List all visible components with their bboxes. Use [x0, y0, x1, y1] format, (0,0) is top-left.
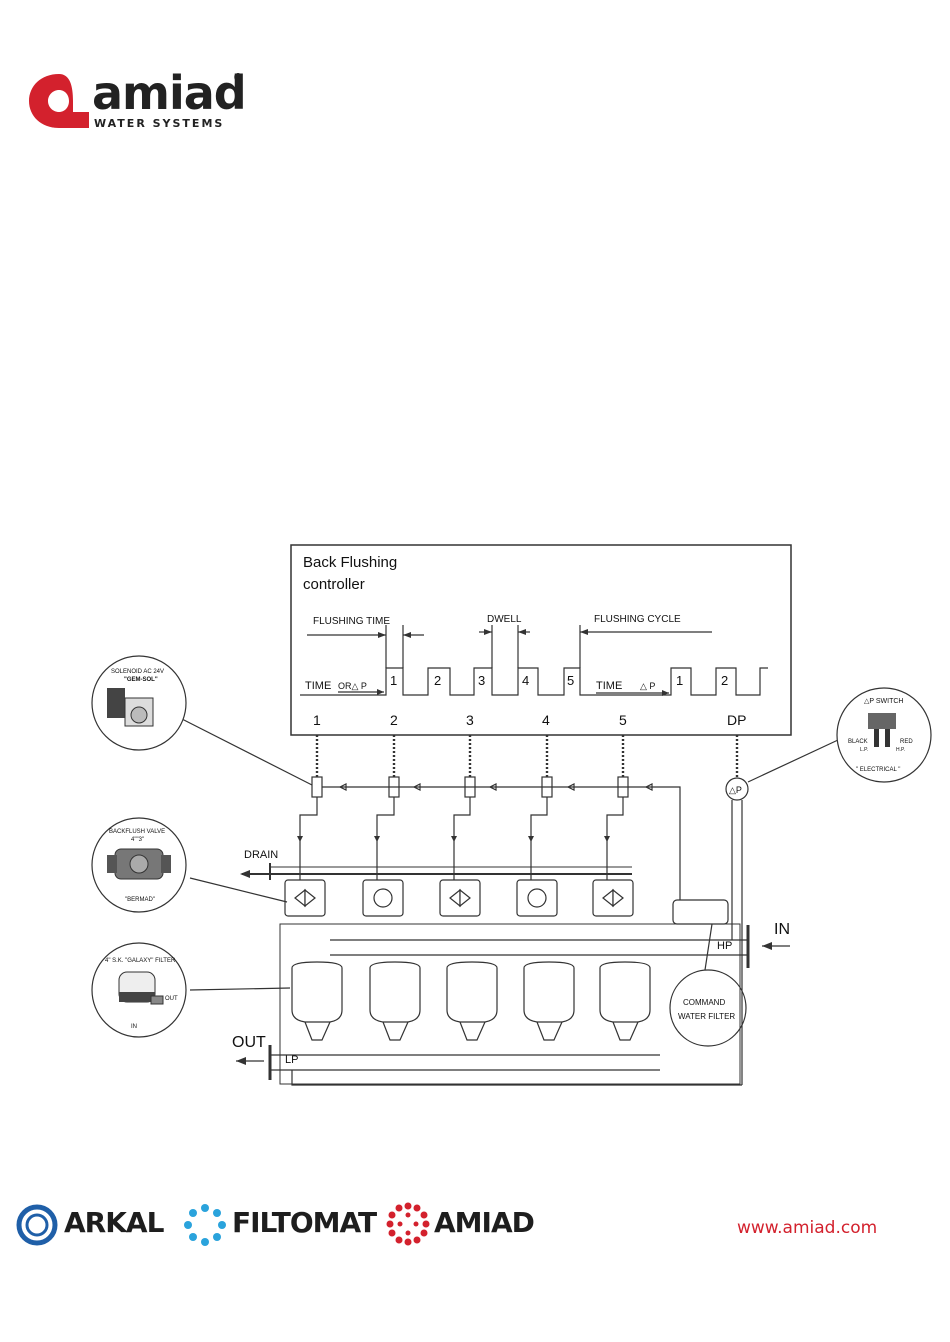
dp-gauge-label: △P	[729, 785, 742, 795]
time-label: TIME	[305, 680, 331, 692]
output-5: 5	[619, 712, 627, 728]
lp-label: LP	[285, 1054, 298, 1066]
dp-switch-electrical: " ELECTRICAL "	[856, 767, 900, 773]
filter-title: 4" S.K. "GALAXY" FILTER	[105, 958, 176, 964]
filter-out: OUT	[165, 996, 178, 1002]
dp-switch-red: RED	[900, 739, 913, 745]
backflush-diagram: Back Flushing controller FLUSHING TIME D…	[179, 544, 839, 1086]
dwell-label: DWELL	[487, 614, 522, 625]
flushing-cycle-label: FLUSHING CYCLE	[594, 614, 681, 625]
controller-title-2: controller	[303, 576, 365, 593]
pulse-5: 5	[567, 673, 574, 688]
arkal-logo-icon	[16, 1204, 58, 1246]
backflush-valve-callout: BACKFLUSH VALVE 4""3" "BERMAD"	[91, 817, 187, 913]
command-line	[322, 786, 681, 900]
valve-size: 4""3"	[131, 837, 144, 843]
output-3: 3	[466, 712, 474, 728]
solenoid-title: SOLENOID AC 24V	[111, 669, 164, 675]
filter-callout: 4" S.K. "GALAXY" FILTER OUT IN	[91, 942, 187, 1038]
output-1: 1	[313, 712, 321, 728]
command-filter	[672, 899, 729, 925]
pulse-4: 4	[522, 673, 529, 688]
or-dp-label: OR△ P	[338, 681, 367, 691]
amiad-logo-icon	[29, 74, 89, 128]
output-dp: DP	[727, 712, 746, 728]
drain-label: DRAIN	[244, 849, 278, 861]
valve-title: BACKFLUSH VALVE	[109, 829, 165, 835]
solenoid-name: "GEM-SOL"	[124, 677, 158, 683]
control-cables	[315, 735, 739, 778]
website-link[interactable]: www.amiad.com	[737, 1218, 878, 1238]
dp-switch-lp: L.P.	[860, 747, 868, 753]
flushing-time-label: FLUSHING TIME	[313, 616, 390, 627]
time-label-2: TIME	[596, 680, 622, 692]
logo-registered-mark: ®	[234, 72, 243, 84]
command-filter-label-1: COMMAND	[683, 998, 725, 1007]
command-filter-label-2: WATER FILTER	[678, 1012, 735, 1021]
brand-filtomat: FILTOMAT	[232, 1206, 377, 1239]
pulse-6: 1	[676, 673, 683, 688]
logo-word: amiad	[92, 66, 247, 120]
logo-subtitle: WATER SYSTEMS	[94, 117, 225, 130]
pulse-7: 2	[721, 673, 728, 688]
pulse-train	[300, 667, 768, 696]
output-4: 4	[542, 712, 550, 728]
dp-switch-hp: H.P.	[896, 747, 905, 753]
solenoid-callout: SOLENOID AC 24V "GEM-SOL"	[91, 655, 187, 751]
dp-label-2: △ P	[640, 681, 655, 691]
solenoid-outlet-lines	[297, 797, 624, 880]
brand-amiad: AMIAD	[434, 1206, 535, 1239]
filter-housings	[291, 961, 651, 1041]
output-2: 2	[390, 712, 398, 728]
controller-title-1: Back Flushing	[303, 554, 397, 571]
controller-box	[290, 544, 792, 736]
pulse-1: 1	[390, 673, 397, 688]
filter-in: IN	[131, 1024, 137, 1030]
timing-dimension-lines	[307, 625, 712, 668]
hp-label: HP	[717, 940, 732, 952]
dp-switch-black: BLACK	[848, 739, 868, 745]
pulse-3: 3	[478, 673, 485, 688]
pulse-2: 2	[434, 673, 441, 688]
dp-switch-callout: △P SWITCH BLACK RED L.P. H.P. " ELECTRIC…	[836, 687, 932, 783]
backflush-valves	[284, 879, 634, 917]
dp-switch-title: △P SWITCH	[864, 698, 903, 705]
brand-arkal: ARKAL	[64, 1206, 164, 1239]
in-label: IN	[774, 921, 790, 938]
valve-name: "BERMAD"	[125, 897, 155, 903]
filtomat-logo-icon	[184, 1204, 226, 1246]
dp-gauge	[725, 777, 749, 801]
amiad-footer-logo-icon	[386, 1202, 430, 1246]
out-label: OUT	[232, 1034, 266, 1051]
